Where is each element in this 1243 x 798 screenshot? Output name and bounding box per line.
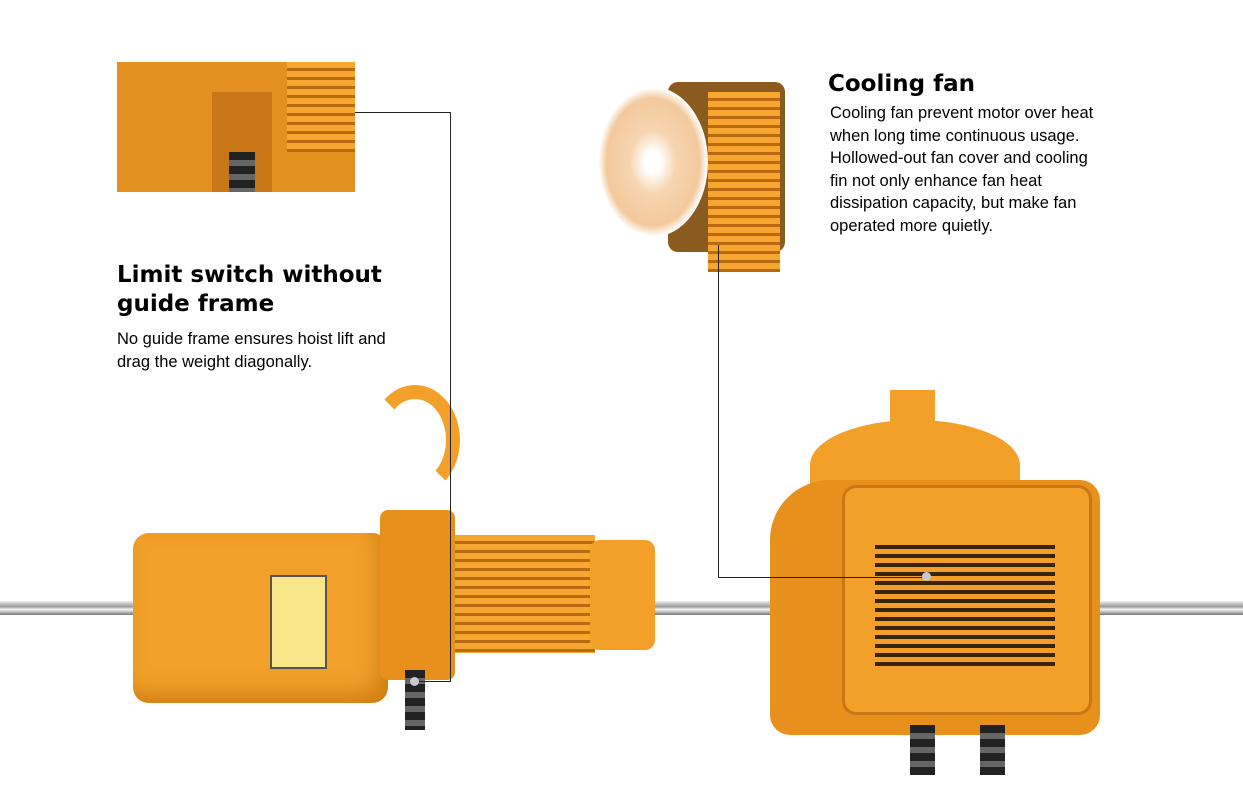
callout-line-cooling-fan [718, 577, 928, 578]
limit-switch-photo [117, 62, 355, 222]
callout-line-limit-switch [450, 112, 451, 682]
feature-title: Cooling fan [828, 71, 975, 97]
callout-dot-cooling-fan [922, 572, 931, 581]
callout-line-limit-switch [418, 681, 451, 682]
callout-line-limit-switch [355, 112, 451, 113]
cooling-fan-photo [598, 62, 785, 272]
hoist-side-view [130, 385, 660, 735]
callout-line-cooling-fan [718, 245, 719, 577]
feature-cooling-fan: Cooling fan Cooling fan prevent motor ov… [828, 70, 1158, 237]
callout-dot-limit-switch [410, 677, 419, 686]
hoist-front-view [770, 390, 1100, 775]
